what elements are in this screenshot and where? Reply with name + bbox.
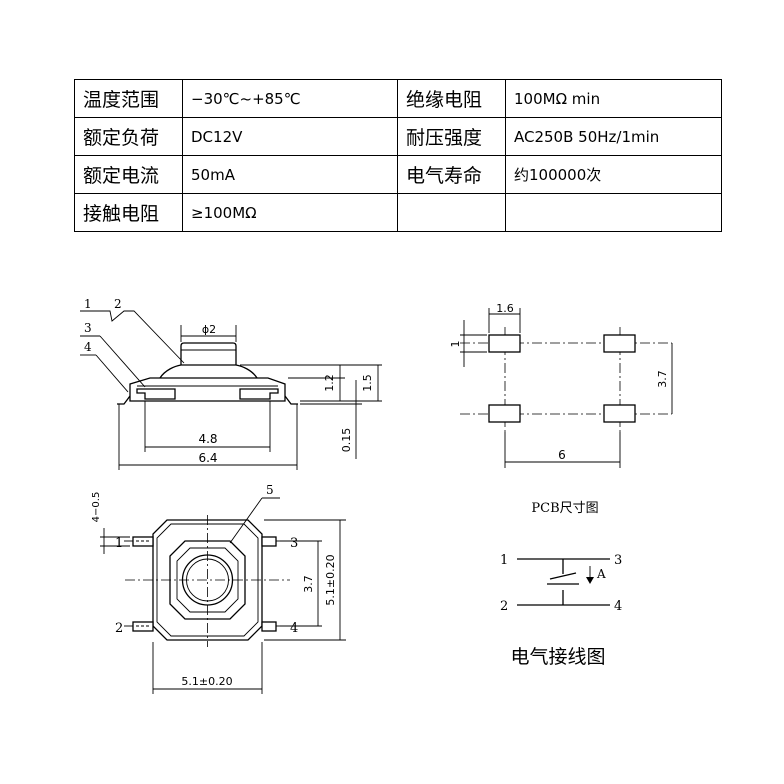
dim-pad-width: 1.6: [496, 302, 514, 315]
dim-diameter: ϕ2: [202, 323, 216, 336]
spec-value-temperature-range: −30℃~+85℃: [182, 79, 398, 118]
top-pin-4: 4: [290, 621, 298, 636]
spec-value-rated-current: 50mA: [182, 155, 398, 194]
schematic-pin-2: 2: [500, 599, 508, 614]
dim-height-1-2: 1.2: [323, 374, 336, 392]
pcb-pad: [603, 404, 636, 423]
spec-row: 额定电流 50mA 电气寿命 约100000次: [74, 155, 722, 194]
dim-pin-pitch: 3.7: [302, 575, 315, 593]
top-pin-1: 1: [115, 536, 123, 551]
schematic-caption: 电气接线图: [510, 646, 605, 668]
spec-row: 温度范围 −30℃~+85℃ 绝缘电阻 100MΩ min: [74, 79, 722, 118]
callout-4: 4: [84, 340, 92, 354]
top-pin-2: 2: [115, 621, 123, 636]
pcb-caption: PCB尺寸图: [531, 501, 598, 516]
spec-value-empty: [505, 193, 722, 232]
top-view: 1 3 2 4 5 4−0.5 3.7 5.1±0.20 5.1±0.20: [91, 483, 346, 694]
schematic-pin-4: 4: [614, 599, 622, 614]
dim-pin-offset: 4−0.5: [91, 492, 102, 523]
dim-total-width: 6.4: [198, 451, 217, 465]
callout-2: 2: [114, 297, 122, 311]
dim-height-1-5: 1.5: [361, 374, 374, 392]
spec-value-electrical-life: 约100000次: [505, 155, 722, 194]
actuator-label: A: [596, 567, 606, 581]
spec-label-rated-current: 额定电流: [74, 155, 183, 194]
spec-value-insulation-resistance: 100MΩ min: [505, 79, 722, 118]
pcb-pad: [488, 404, 521, 423]
spec-row: 接触电阻 ≥100MΩ: [74, 193, 722, 232]
callout-1: 1: [84, 297, 92, 311]
callout-3: 3: [84, 321, 92, 335]
side-view: ϕ2 1 2 3 4 1.2 1.5 0.15 4.8 6.4: [80, 297, 382, 470]
spec-label-temperature-range: 温度范围: [74, 79, 183, 118]
schematic: A 1 3 2 4 电气接线图: [500, 553, 622, 668]
dim-row-pitch: 3.7: [656, 370, 669, 388]
schematic-pin-1: 1: [500, 553, 508, 568]
spec-label-withstand-voltage: 耐压强度: [397, 117, 506, 156]
dim-pad-height: 1: [449, 341, 462, 348]
dim-body-width: 4.8: [198, 432, 217, 446]
dim-lead-thickness: 0.15: [340, 428, 353, 453]
dim-body-height: 5.1±0.20: [324, 554, 337, 605]
dim-body-width-top: 5.1±0.20: [181, 675, 232, 688]
top-pin-3: 3: [290, 536, 298, 551]
callout-5: 5: [266, 483, 274, 497]
spec-label-contact-resistance: 接触电阻: [74, 193, 183, 232]
pcb-pad: [603, 334, 636, 353]
spec-label-electrical-life: 电气寿命: [397, 155, 506, 194]
spec-label-empty: [397, 193, 506, 232]
spec-table: 温度范围 −30℃~+85℃ 绝缘电阻 100MΩ min 额定负荷 DC12V…: [74, 79, 722, 232]
pcb-footprint: 1.6 1 3.7 6 PCB尺寸图: [449, 302, 673, 516]
spec-row: 额定负荷 DC12V 耐压强度 AC250B 50Hz/1min: [74, 117, 722, 156]
spec-value-withstand-voltage: AC250B 50Hz/1min: [505, 117, 722, 156]
dim-col-pitch: 6: [558, 448, 566, 462]
spec-value-contact-resistance: ≥100MΩ: [182, 193, 398, 232]
schematic-pin-3: 3: [614, 553, 622, 568]
pcb-pad: [488, 334, 521, 353]
